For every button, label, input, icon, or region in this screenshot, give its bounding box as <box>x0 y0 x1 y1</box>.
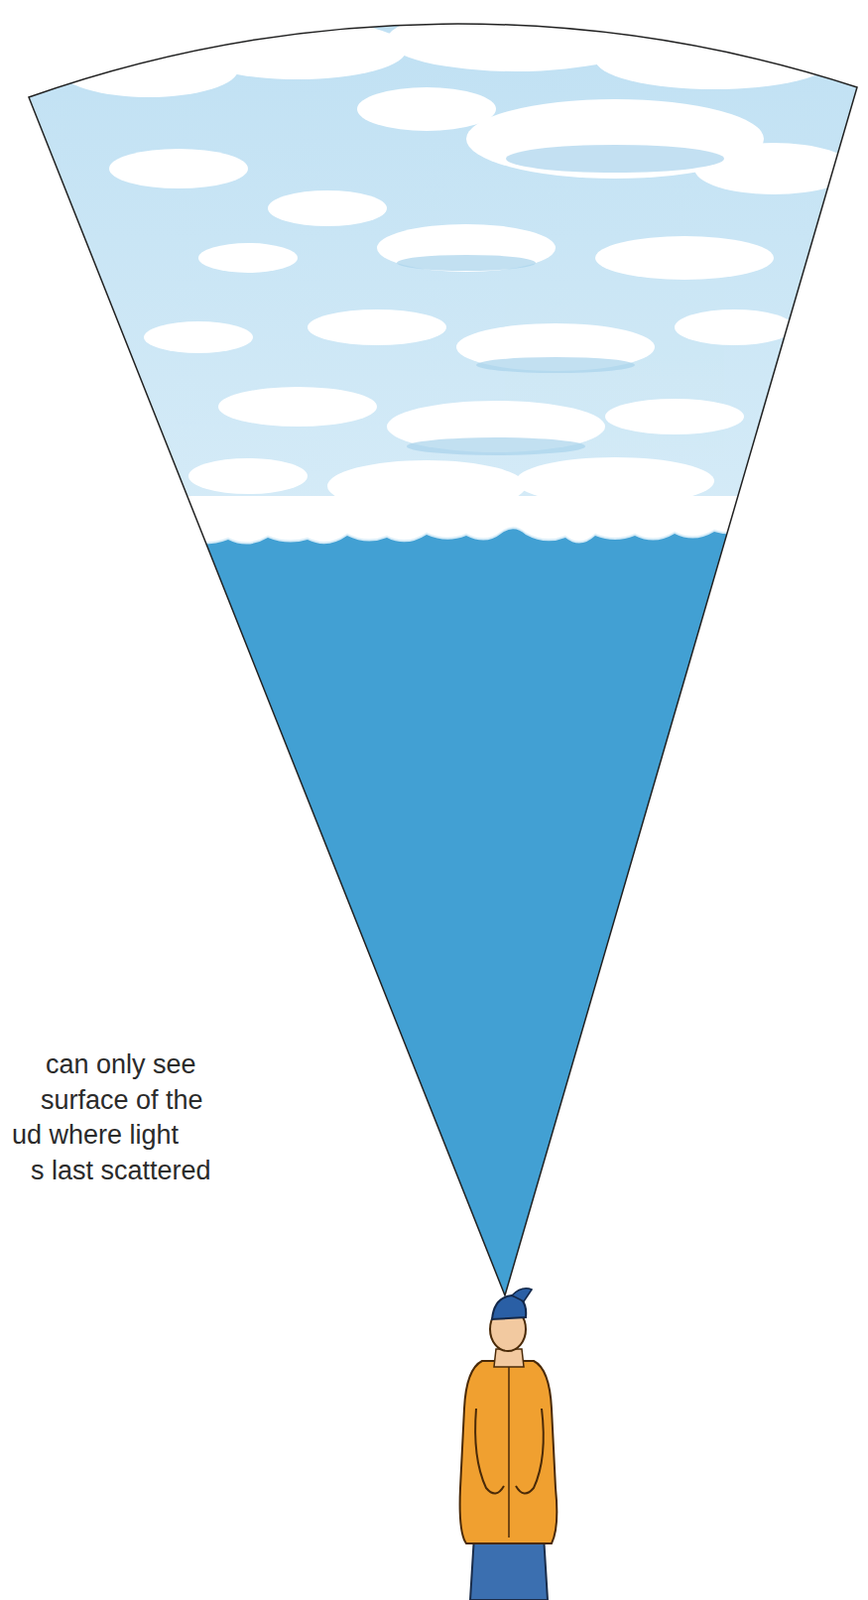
cloud-base <box>178 496 754 543</box>
caption-note: surface of the <box>40 1084 204 1116</box>
clouds <box>59 7 854 512</box>
clear-air <box>0 528 868 1600</box>
caption-note: s last scattered <box>30 1154 212 1187</box>
observer-figure <box>460 1288 558 1600</box>
caption-note: can only see <box>45 1048 197 1081</box>
sky <box>0 0 868 616</box>
cloud-shadows <box>396 144 725 456</box>
caption-note: ud where light <box>11 1118 179 1151</box>
cone-outline <box>28 23 858 1296</box>
